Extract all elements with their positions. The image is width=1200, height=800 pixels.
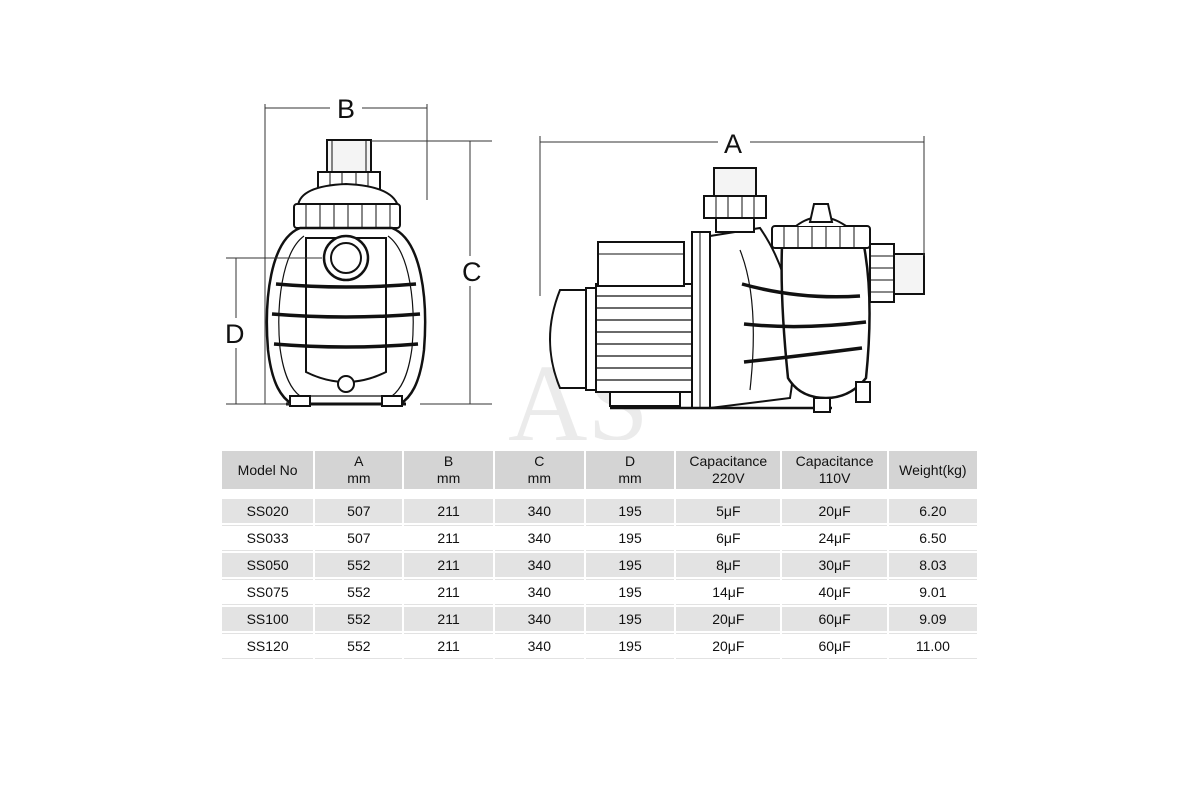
side-view-pump [549, 167, 925, 413]
cell-model-no: SS050 [222, 553, 314, 577]
cell-model-no: SS020 [222, 499, 314, 523]
cell-a: 552 [315, 553, 403, 577]
header-model-no: Model No [222, 451, 314, 489]
cell-capacitance-110v: 30μF [782, 553, 887, 577]
cell-weight: 6.20 [888, 499, 977, 523]
cell-b: 211 [404, 553, 493, 577]
cell-capacitance-220v: 8μF [676, 553, 781, 577]
cell-a: 552 [315, 579, 403, 605]
cell-c: 340 [494, 579, 584, 605]
cell-weight: 8.03 [888, 553, 977, 577]
cell-b: 211 [404, 525, 493, 551]
cell-weight: 11.00 [888, 633, 977, 659]
cell-capacitance-220v: 5μF [676, 499, 781, 523]
cell-b: 211 [404, 607, 493, 631]
cell-model-no: SS120 [222, 633, 314, 659]
cell-b: 211 [404, 579, 493, 605]
cell-c: 340 [494, 553, 584, 577]
front-view-pump [265, 139, 427, 407]
cell-capacitance-110v: 20μF [782, 499, 887, 523]
cell-c: 340 [494, 525, 584, 551]
cell-capacitance-110v: 40μF [782, 579, 887, 605]
cell-capacitance-110v: 60μF [782, 633, 887, 659]
cell-capacitance-220v: 20μF [676, 633, 781, 659]
cell-a: 507 [315, 525, 403, 551]
cell-a: 507 [315, 499, 403, 523]
dimension-label-b: B [337, 94, 355, 124]
cell-d: 195 [585, 607, 675, 631]
cell-d: 195 [585, 499, 675, 523]
cell-a: 552 [315, 633, 403, 659]
cell-capacitance-220v: 6μF [676, 525, 781, 551]
table-spacer-row [222, 491, 977, 497]
table-spacer-cell [222, 491, 977, 497]
cell-c: 340 [494, 607, 584, 631]
dimension-label-d: D [225, 319, 245, 349]
cell-capacitance-110v: 60μF [782, 607, 887, 631]
dimension-label-c: C [462, 257, 482, 287]
cell-capacitance-110v: 24μF [782, 525, 887, 551]
cell-d: 195 [585, 579, 675, 605]
header-weight: Weight(kg) [888, 451, 977, 489]
cell-weight: 9.09 [888, 607, 977, 631]
cell-model-no: SS075 [222, 579, 314, 605]
cell-d: 195 [585, 633, 675, 659]
dimension-label-a: A [724, 129, 742, 159]
cell-capacitance-220v: 20μF [676, 607, 781, 631]
cell-weight: 6.50 [888, 525, 977, 551]
cell-d: 195 [585, 525, 675, 551]
cell-capacitance-220v: 14μF [676, 579, 781, 605]
cell-model-no: SS100 [222, 607, 314, 631]
cell-b: 211 [404, 633, 493, 659]
cell-weight: 9.01 [888, 579, 977, 605]
cell-c: 340 [494, 499, 584, 523]
cell-b: 211 [404, 499, 493, 523]
cell-a: 552 [315, 607, 403, 631]
cell-d: 195 [585, 553, 675, 577]
cell-c: 340 [494, 633, 584, 659]
cell-model-no: SS033 [222, 525, 314, 551]
pump-dimension-drawing: AS [225, 94, 925, 440]
